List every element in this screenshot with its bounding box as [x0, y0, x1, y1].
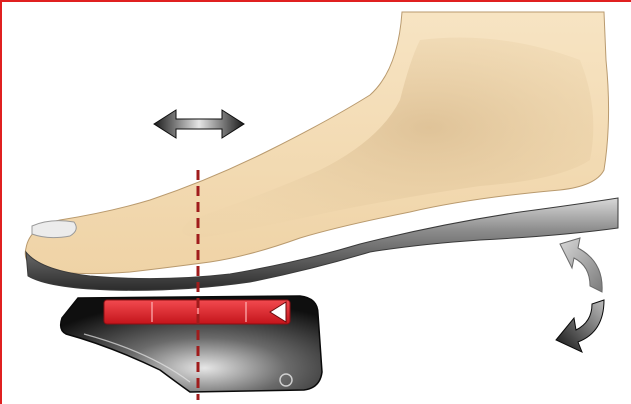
- rotation-arrow-lower: [556, 300, 604, 352]
- rotation-arrows-icon: [556, 238, 604, 352]
- toe-nail: [32, 221, 76, 238]
- rotation-arrow-upper: [560, 238, 602, 292]
- horizontal-double-arrow-icon: [154, 110, 244, 138]
